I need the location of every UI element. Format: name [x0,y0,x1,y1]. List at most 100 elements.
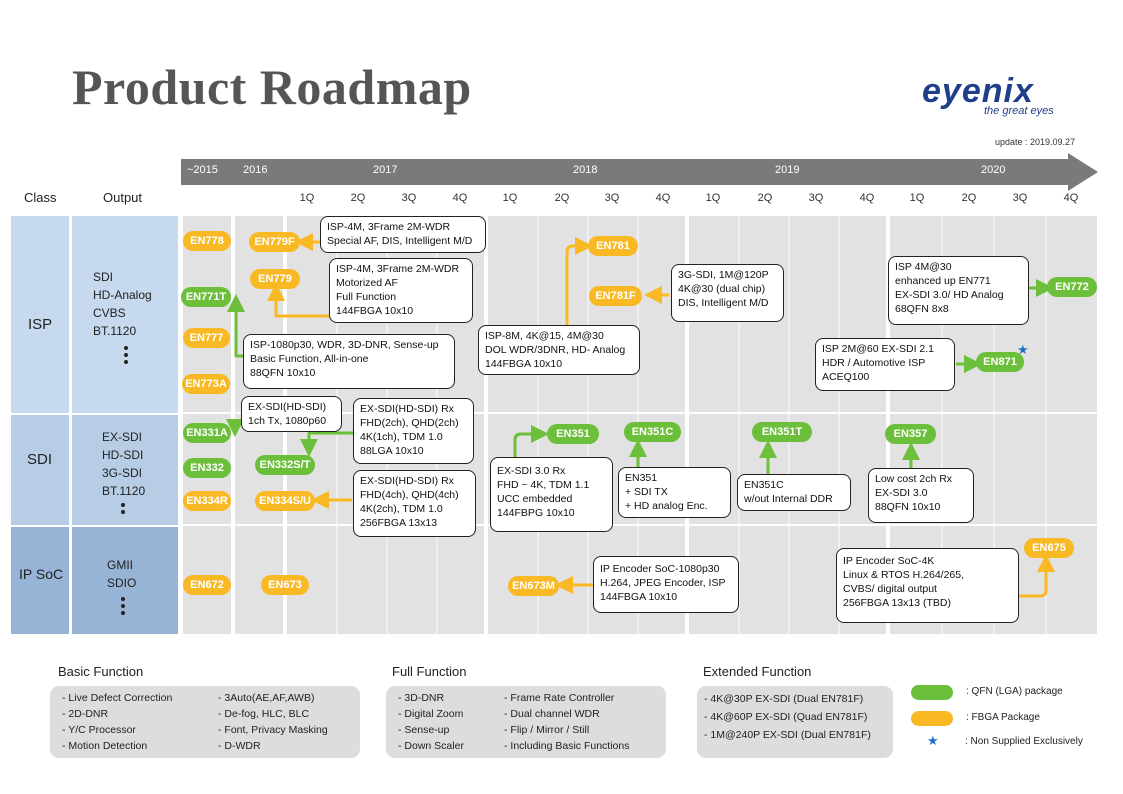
note-line: 256FBGA 13x13 [360,517,438,529]
note-line: Basic Function, All-in-one [250,353,369,365]
note-line: ISP 2M@60 EX-SDI 2.1 [822,343,935,355]
output-cell-isp [72,216,178,413]
note-line: EX-SDI(HD-SDI) Rx [360,475,454,487]
timeline-label-2020: 2020 [981,164,1006,176]
note-line: enhanced up EN771 [895,275,991,287]
chip-en781[interactable]: EN781 [588,236,638,256]
class-cell-isp [11,216,69,413]
chip-en771t[interactable]: EN771T [181,287,231,307]
legend-extended-title: Extended Function [703,664,812,679]
note-line: HDR / Automotive ISP [822,357,926,369]
note-en779f: ISP-4M, 3Frame 2M-WDR Special AF, DIS, I… [320,216,486,253]
note-line: IP Encoder SoC-1080p30 [600,563,720,575]
output-header: Output [103,190,143,205]
output-list-isp: SDI HD-Analog CVBS BT.1120 [93,268,152,340]
arrow-to-en771t [227,294,245,358]
chip-en773a[interactable]: EN773A [182,374,230,394]
note-line: EN351C [744,479,784,491]
chip-en779f[interactable]: EN779F [249,232,300,252]
quarter-label: 4Q [452,192,468,204]
quarter-label: 2Q [961,192,977,204]
note-line: 3G-SDI, 1M@120P [678,269,769,281]
note-line: EX-SDI(HD-SDI) Rx [360,403,454,415]
note-en351t: EN351C w/out Internal DDR [737,474,851,511]
output-item: SDI [93,270,114,284]
chip-en357[interactable]: EN357 [885,424,936,444]
note-line: Motorized AF [336,277,398,289]
quarter-label: 2Q [757,192,773,204]
legend-item: - Font, Privacy Masking [218,724,328,736]
chip-en351[interactable]: EN351 [547,424,599,444]
chip-en331a[interactable]: EN331A [183,423,231,443]
legend-fbga-swatch [911,711,953,726]
chip-en673[interactable]: EN673 [261,575,309,595]
chip-en871[interactable]: EN871 [976,352,1024,372]
chip-en675[interactable]: EN675 [1024,538,1074,558]
output-list-ipsoc: GMII SDIO [107,556,136,592]
chip-en777[interactable]: EN777 [183,328,230,348]
class-cell-sdi [11,415,69,525]
chip-en351t[interactable]: EN351T [752,422,812,442]
legend-fbga-label: : FBGA Package [966,712,1040,723]
legend-qfn-label: : QFN (LGA) package [966,686,1063,697]
note-line: IP Encoder SoC-4K [843,555,935,567]
note-line: DIS, Intelligent M/D [678,297,769,309]
note-en675: IP Encoder SoC-4K Linux & RTOS H.264/265… [836,548,1019,623]
note-line: Low cost 2ch Rx [875,473,953,485]
chip-en673m[interactable]: EN673M [508,576,559,596]
chip-en779[interactable]: EN779 [250,269,300,289]
chip-en778[interactable]: EN778 [183,231,231,251]
arrow-to-en332st [300,431,353,457]
timeline-label-2018: 2018 [573,164,598,176]
note-line: Linux & RTOS H.264/265, [843,569,965,581]
chip-en332[interactable]: EN332 [183,458,231,478]
arrow-to-en331a [226,419,244,437]
note-line: EN351 [625,472,658,484]
legend-star-icon: ★ [927,733,939,748]
chip-en781f[interactable]: EN781F [589,286,642,306]
legend-item: - Down Scaler [398,740,464,752]
note-line: ISP-4M, 3Frame 2M-WDR [336,263,460,275]
quarter-label: 4Q [859,192,875,204]
arrow-to-en779 [267,283,330,318]
quarter-label: 1Q [299,192,315,204]
output-item: EX-SDI [102,430,143,444]
timeline-label-2019: 2019 [775,164,800,176]
chip-en334r[interactable]: EN334R [183,491,231,511]
note-line: 144FBGA 10x10 [485,358,563,370]
note-en673m: IP Encoder SoC-1080p30 H.264, JPEG Encod… [593,556,739,613]
quarter-label: 3Q [1012,192,1028,204]
chip-en351c[interactable]: EN351C [624,422,681,442]
note-line: + HD analog Enc. [625,500,708,512]
output-item: 3G-SDI [102,466,143,480]
note-en772: ISP 4M@30 enhanced up EN771 EX-SDI 3.0/ … [888,256,1029,325]
chip-en672[interactable]: EN672 [183,575,231,595]
note-line: EX-SDI 3.0 [875,487,928,499]
logo-tagline: the great eyes [984,105,1054,117]
more-dots [121,594,125,615]
output-item: BT.1120 [102,484,146,498]
note-line: 88LGA 10x10 [360,445,424,457]
logo: eyenix [922,72,1034,110]
legend-basic-title: Basic Function [58,664,144,679]
note-line: ISP-4M, 3Frame 2M-WDR [327,221,451,233]
chip-en332st[interactable]: EN332S/T [255,455,315,475]
chip-en772[interactable]: EN772 [1047,277,1097,297]
legend-item: - Sense-up [398,724,450,736]
legend-qfn-swatch [911,685,953,700]
chip-en334su[interactable]: EN334S/U [255,491,315,511]
note-line: 144FBPG 10x10 [497,507,575,519]
arrow-to-en781 [565,237,593,326]
note-line: EX-SDI(HD-SDI) [248,401,327,413]
note-line: UCC embedded [497,493,573,505]
legend-basic-col2: - 3Auto(AE,AF,AWB) - De-fog, HLC, BLC - … [218,690,328,754]
note-line: EX-SDI 3.0 Rx [497,465,566,477]
note-line: EX-SDI 3.0/ HD Analog [895,289,1004,301]
quarter-label: 4Q [655,192,671,204]
note-en334su: EX-SDI(HD-SDI) Rx FHD(4ch), QHD(4ch) 4K(… [353,470,476,537]
output-item: HD-SDI [102,448,144,462]
quarter-label: 2Q [350,192,366,204]
output-item: HD-Analog [93,288,152,302]
legend-item: - De-fog, HLC, BLC [218,708,310,720]
class-header: Class [24,190,57,205]
